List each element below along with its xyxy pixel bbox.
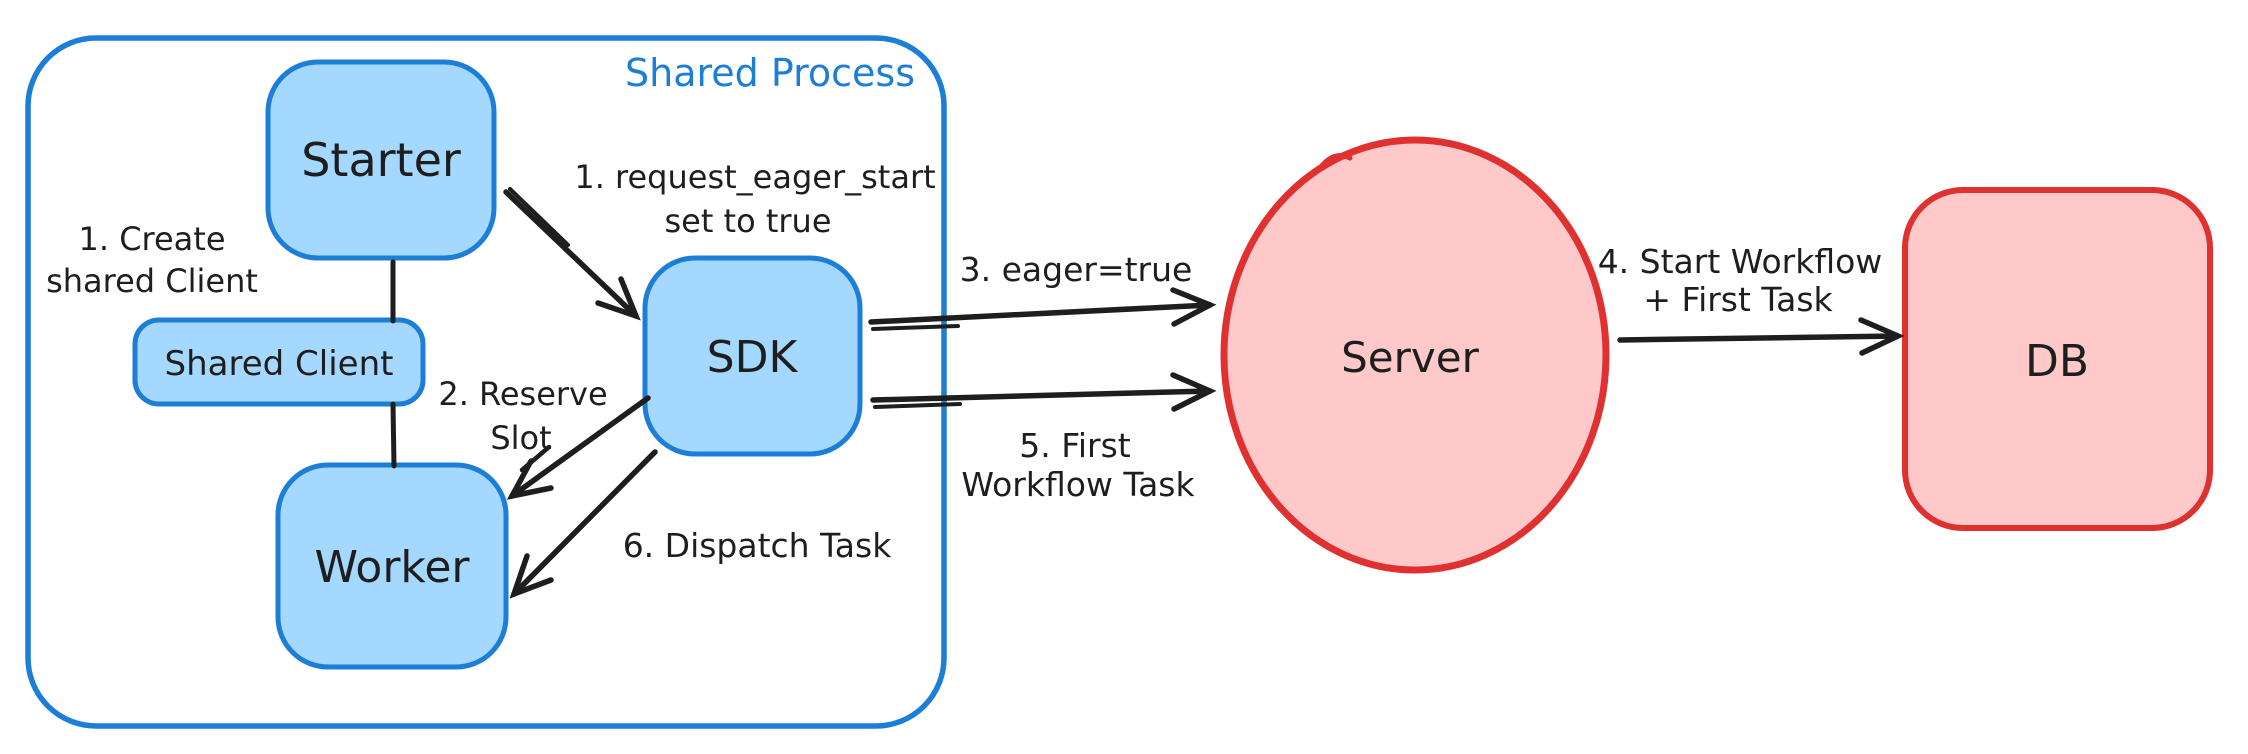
shared-client-box (132, 317, 426, 407)
arrowhead-sketch (519, 444, 552, 473)
annotation-reserve-slot: 2. Reserve Slot (438, 375, 607, 457)
starter-box (265, 59, 497, 261)
annotation-line1: 5. First (1019, 426, 1130, 465)
arrow-starter-sdk (503, 187, 641, 321)
node-sdk: SDK (642, 255, 863, 457)
annotation-line1: 6. Dispatch Task (623, 526, 893, 565)
starter-label: Starter (301, 133, 461, 187)
shared-process-group: Shared Process (25, 35, 947, 729)
annotation-line2: set to true (664, 202, 831, 240)
arrow-shaft (868, 302, 1213, 325)
arrow-sdk-worker-dispatch (509, 449, 658, 599)
annotation-line1: 1. Create (78, 220, 225, 258)
worker-label: Worker (314, 542, 470, 593)
arrow-shaft (870, 388, 1213, 403)
annotation-dispatch-task: 6. Dispatch Task (623, 526, 893, 565)
annotation-eager-true: 3. eager=true (960, 250, 1193, 289)
connector-line (390, 401, 397, 469)
node-db: DB (1902, 187, 2213, 531)
arrow-server-db (1617, 317, 1905, 356)
node-shared-client: Shared Client (132, 317, 426, 407)
arrowhead (1170, 372, 1217, 412)
shared-process-container (25, 35, 947, 729)
arrow-sdk-server-eager (868, 287, 1217, 331)
arrow-shaft (503, 189, 639, 319)
connector-shared-client-worker (390, 401, 397, 469)
arrow-sdk-server-first-task (870, 372, 1217, 412)
arrow-sdk-worker-reserve (506, 395, 651, 500)
arrow-shaft-sketch (873, 402, 962, 409)
annotation-line2: Slot (490, 419, 551, 457)
annotation-line1: 3. eager=true (960, 250, 1193, 289)
annotation-line1: 1. request_eager_start (574, 158, 935, 196)
shared-process-label: Shared Process (625, 51, 915, 95)
annotation-first-workflow-task: 5. First Workflow Task (961, 426, 1195, 504)
sdk-box (642, 255, 863, 457)
db-label: DB (2025, 336, 2089, 387)
sdk-label: SDK (707, 332, 799, 383)
db-box (1902, 187, 2213, 531)
arrowhead (1170, 287, 1217, 327)
annotation-line1: 2. Reserve (438, 375, 607, 413)
annotation-create-shared-client: 1. Create shared Client (46, 220, 258, 300)
arrow-shaft (509, 395, 651, 499)
server-label: Server (1341, 333, 1479, 382)
arrowhead (595, 276, 641, 321)
shared-client-label: Shared Client (165, 344, 394, 384)
arrow-shaft (511, 449, 658, 597)
node-server: Server (1220, 136, 1610, 574)
arrowhead (506, 458, 554, 500)
arrowhead (509, 553, 554, 599)
annotation-line2: shared Client (46, 262, 258, 300)
server-sketch-notch (1317, 153, 1353, 171)
arrow-shaft-sketch (508, 187, 570, 247)
node-starter: Starter (265, 59, 497, 261)
annotation-start-workflow: 4. Start Workflow + First Task (1598, 242, 1883, 319)
annotation-line2: + First Task (1643, 280, 1833, 319)
node-worker: Worker (275, 462, 509, 670)
server-ellipse (1220, 136, 1610, 574)
arrow-shaft-sketch (871, 324, 960, 331)
annotation-line1: 4. Start Workflow (1598, 242, 1883, 281)
arrow-shaft (1617, 333, 1901, 343)
annotation-line2: Workflow Task (961, 465, 1195, 504)
arrowhead (1858, 317, 1905, 356)
annotation-request-eager-start: 1. request_eager_start set to true (574, 158, 935, 240)
